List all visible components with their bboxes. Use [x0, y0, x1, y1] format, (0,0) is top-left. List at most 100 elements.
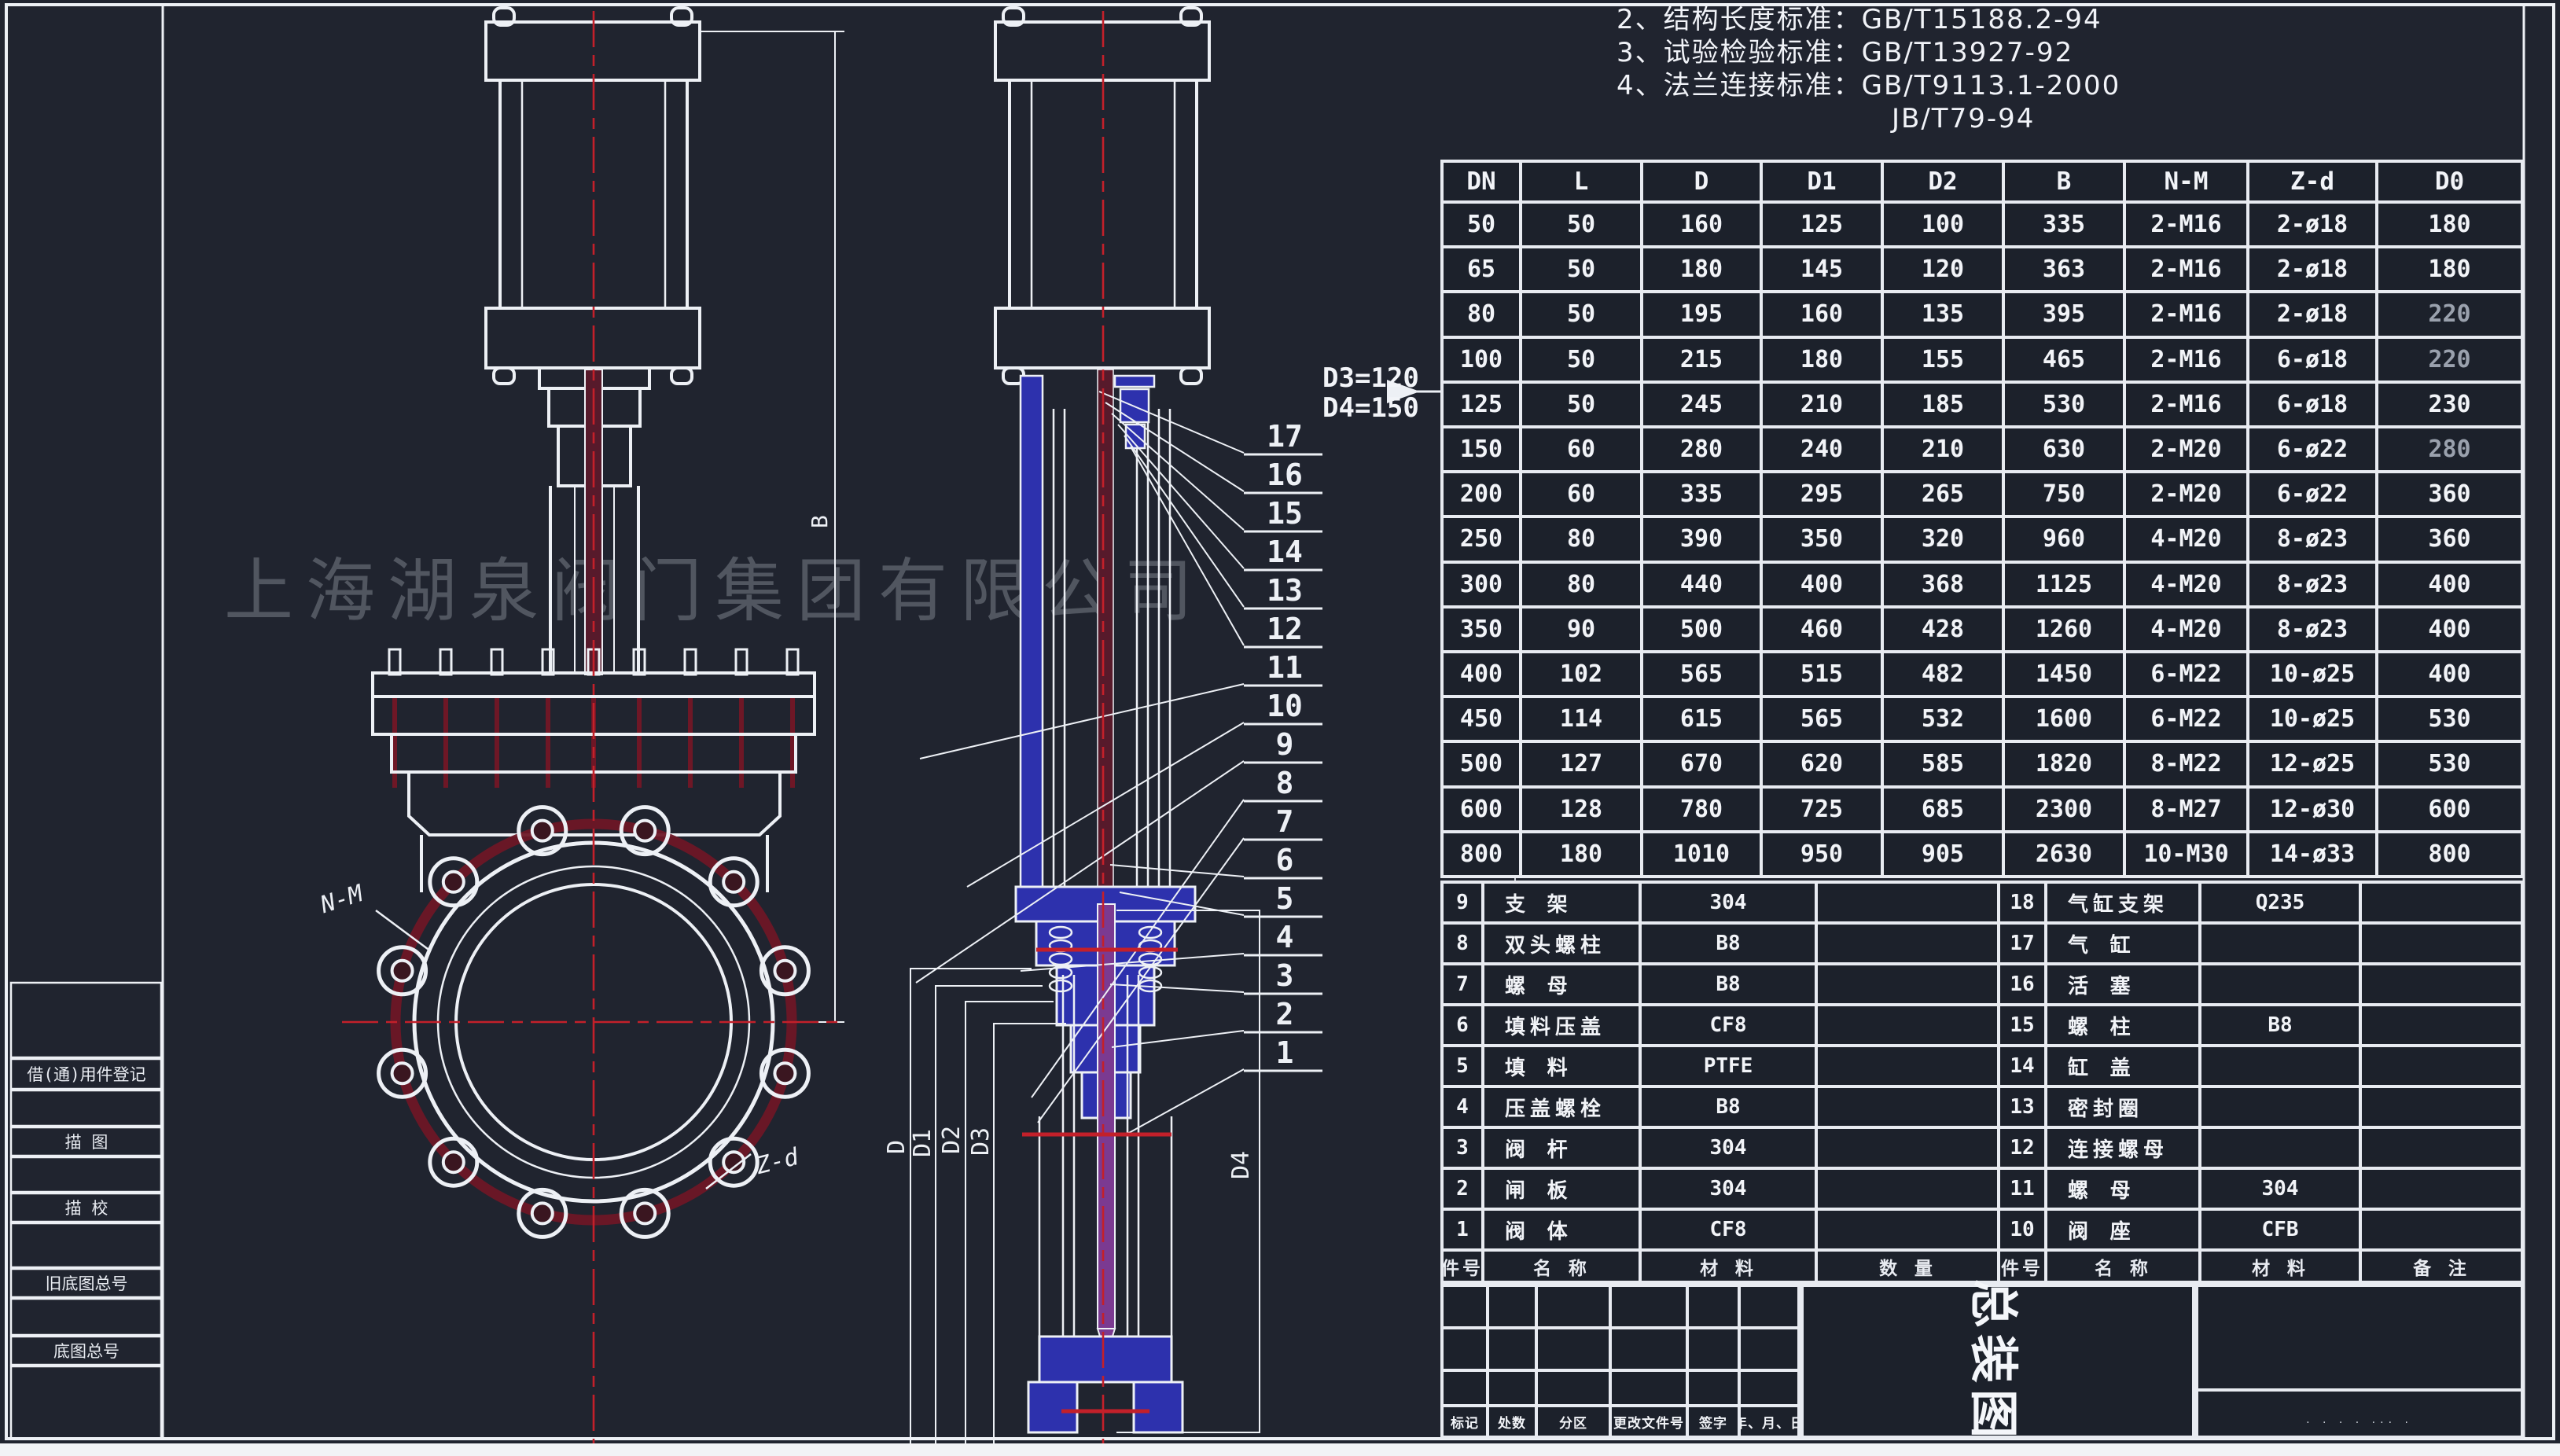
part-no: 15 [2000, 1006, 2044, 1044]
dim-cell: 125 [1444, 383, 1519, 425]
dim-cell: 160 [1763, 293, 1881, 336]
dim-cell: 2-M20 [2126, 428, 2246, 471]
part-no: 11 [2000, 1170, 2044, 1208]
title-block-empty-cell [2198, 1287, 2521, 1388]
dim-cell: 245 [1643, 383, 1760, 425]
part-qty [1818, 884, 1997, 921]
part-material: 304 [1642, 1170, 1815, 1208]
part-qty [1818, 1129, 1997, 1167]
paper-edge-strip [0, 1443, 2560, 1456]
revision-cell [1741, 1372, 1797, 1404]
part-no: 4 [1444, 1088, 1481, 1126]
part-name: 活 塞 [2047, 965, 2198, 1003]
dim-note: D3=120 D4=150 [1322, 362, 1451, 424]
dim-cell: 335 [2005, 204, 2123, 246]
dim-cell: 400 [2378, 608, 2521, 650]
part-no: 8 [1444, 925, 1481, 962]
dim-cell: 2-M16 [2126, 204, 2246, 246]
dim-cell: 102 [1522, 653, 1640, 696]
dim-cell: 265 [1884, 473, 2002, 516]
part-material [2201, 1088, 2359, 1126]
dim-col-header: D1 [1763, 163, 1881, 200]
dim-cell: 100 [1444, 338, 1519, 381]
dim-cell: 4-M20 [2126, 608, 2246, 650]
callout-number: 16 [1267, 458, 1303, 492]
dim-cell: 500 [1444, 743, 1519, 785]
part-name: 螺 母 [2047, 1170, 2198, 1208]
revision-cell [1444, 1329, 1486, 1369]
dim-cell: 500 [1643, 608, 1760, 650]
parts-footer-label: 件号 [2000, 1252, 2044, 1281]
part-no: 10 [2000, 1211, 2044, 1248]
dim-note-line2: D4=150 [1322, 392, 1419, 424]
dim-cell: 6-M22 [2126, 653, 2246, 696]
revision-label: 分区 [1538, 1407, 1609, 1436]
dim-cell: 2-ø18 [2249, 248, 2375, 291]
dim-cell: 368 [1884, 563, 2002, 605]
revision-cell [1444, 1372, 1486, 1404]
revision-label: 标记 [1444, 1407, 1486, 1436]
dim-cell: 50 [1522, 204, 1640, 246]
dim-col-header: DN [1444, 163, 1519, 200]
revision-label: 更改文件号 [1612, 1407, 1686, 1436]
part-no: 6 [1444, 1006, 1481, 1044]
part-material [2201, 925, 2359, 962]
part-qty [1818, 1211, 1997, 1248]
dim-cell: 460 [1763, 608, 1881, 650]
dim-cell: 350 [1763, 518, 1881, 561]
revision-cell [1489, 1372, 1535, 1404]
dim-cell: 10-M30 [2126, 833, 2246, 875]
dim-cell: 155 [1884, 338, 2002, 381]
dim-cell: 65 [1444, 248, 1519, 291]
dim-cell: 160 [1643, 204, 1760, 246]
part-qty [1818, 1088, 1997, 1126]
dim-cell: 2-M16 [2126, 293, 2246, 336]
drawing-title-cell: 总装图 [1800, 1278, 2195, 1444]
dim-cell: 2-M16 [2126, 383, 2246, 425]
dim-cell: 6-M22 [2126, 698, 2246, 741]
callout-number: 2 [1276, 997, 1294, 1031]
body-shoulder [407, 770, 782, 836]
dim-cell: 240 [1763, 428, 1881, 471]
dim-cell: 400 [1763, 563, 1881, 605]
dim-cell: 360 [2378, 518, 2521, 561]
parts-footer-label: 材 料 [2201, 1252, 2359, 1281]
part-material: B8 [2201, 1006, 2359, 1044]
dim-cell: 180 [1522, 833, 1640, 875]
part-qty [1818, 1047, 1997, 1085]
dim-cell: 780 [1643, 788, 1760, 830]
part-note [2362, 884, 2521, 921]
revision-cell [1689, 1372, 1738, 1404]
dim-cell: 60 [1522, 428, 1640, 471]
dim-cell: 12-ø30 [2249, 788, 2375, 830]
red-section-marks [1022, 947, 1178, 1414]
dim-cell: 114 [1522, 698, 1640, 741]
dim-cell: 4-M20 [2126, 518, 2246, 561]
dim-cell: 50 [1522, 248, 1640, 291]
dim-cell: 230 [2378, 383, 2521, 425]
callout-number: 4 [1276, 920, 1294, 954]
dim-cell: 482 [1884, 653, 2002, 696]
dim-cell: 2630 [2005, 833, 2123, 875]
revision-cell [1489, 1287, 1535, 1326]
revision-label: 年、月、日 [1741, 1407, 1797, 1436]
dim-cell: 60 [1522, 473, 1640, 516]
dim-cell: 1820 [2005, 743, 2123, 785]
dim-cell: 750 [2005, 473, 2123, 516]
part-no: 13 [2000, 1088, 2044, 1126]
part-name: 双头螺柱 [1484, 925, 1639, 962]
part-no: 5 [1444, 1047, 1481, 1085]
part-material: CF8 [1642, 1006, 1815, 1044]
part-no: 18 [2000, 884, 2044, 921]
revision-cell [1612, 1329, 1686, 1369]
dim-cell: 2-M16 [2126, 338, 2246, 381]
dim-note-line1: D3=120 [1322, 362, 1419, 394]
dim-col-header: D [1643, 163, 1760, 200]
revision-cell [1538, 1287, 1609, 1326]
part-no: 1 [1444, 1211, 1481, 1248]
callout-number: 13 [1267, 573, 1303, 608]
dim-cell: 4-M20 [2126, 563, 2246, 605]
